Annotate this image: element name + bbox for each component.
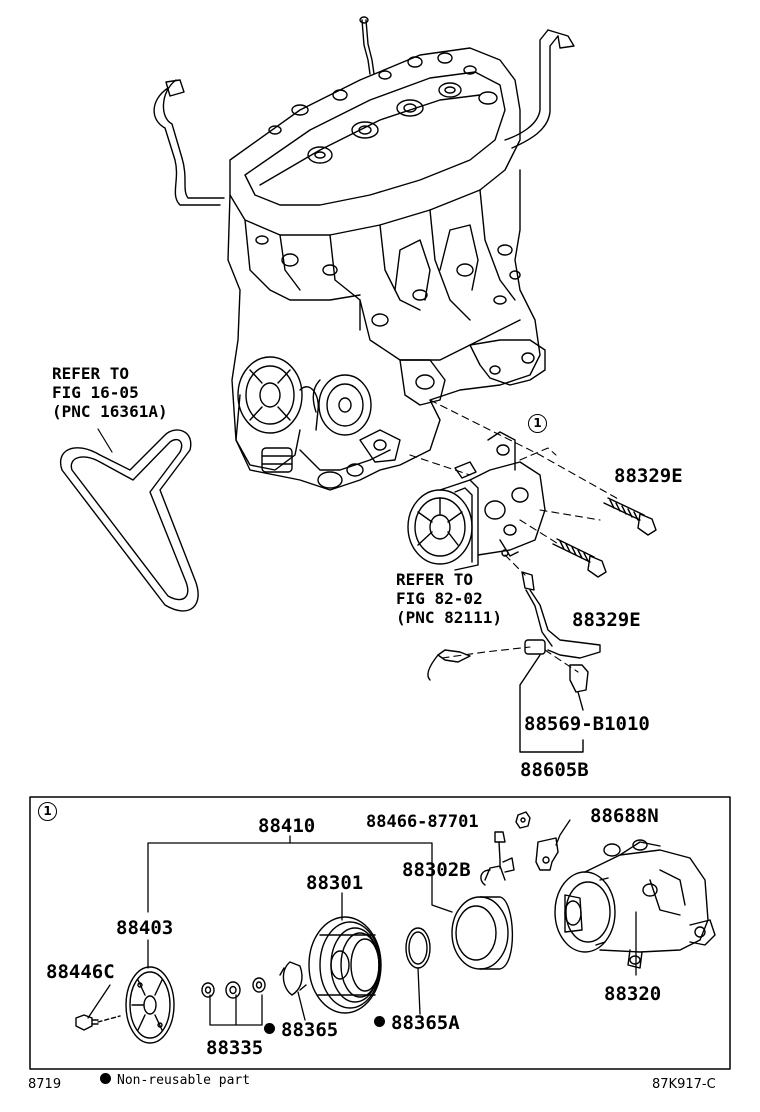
label-harness: 88605B (520, 759, 589, 781)
non-reusable-dot (264, 1023, 275, 1034)
ref-sensor-line2: FIG 82-02 (396, 589, 483, 608)
non-reusable-dot (374, 1016, 385, 1027)
ref-sensor: REFER TO FIG 82-02 (PNC 82111) (396, 570, 502, 627)
label-bracket: 88688N (590, 805, 659, 827)
leader-88605B (519, 654, 584, 753)
label-field-coil: 88302B (402, 859, 471, 881)
bolt-88329E-upper (603, 497, 657, 536)
snap-ring-a (405, 927, 431, 969)
snap-ring (279, 961, 307, 996)
label-connector: 88569-B1010 (524, 713, 650, 735)
detail-box (29, 796, 731, 1070)
callout-mark-detail: 1 (38, 802, 57, 821)
label-snap-ring-text: 88365 (281, 1019, 339, 1041)
field-coil (451, 831, 515, 970)
label-snap-ring-a-text: 88365A (391, 1012, 460, 1034)
label-pulley: 88301 (306, 872, 364, 894)
label-bolt-88329E-lower: 88329E (572, 609, 641, 631)
label-snap-ring: 88365 (264, 1020, 338, 1040)
footer-legend: Non-reusable part (100, 1073, 251, 1088)
label-small-bolt: 88466-87701 (366, 812, 479, 832)
ref-belt-line2: FIG 16-05 (52, 383, 139, 402)
ref-belt-line3: (PNC 16361A) (52, 402, 168, 421)
engine-block (153, 16, 575, 491)
sensor-harness (427, 571, 601, 693)
bracket (535, 837, 559, 871)
clutch-hub-plate (125, 966, 175, 1044)
crank-pulley (235, 356, 303, 473)
idler-pulley (299, 374, 372, 436)
shims (201, 977, 266, 999)
drive-belt (59, 428, 199, 612)
compressor-body (554, 839, 716, 969)
label-hub-plate: 88403 (116, 917, 174, 939)
leader-88569 (577, 691, 584, 711)
hub-bolt (75, 1014, 121, 1031)
footer-legend-text: Non-reusable part (117, 1073, 251, 1088)
ref-sensor-line3: (PNC 82111) (396, 608, 502, 627)
label-clutch-assy: 88410 (258, 815, 316, 837)
label-bolt-88329E-upper: 88329E (614, 465, 683, 487)
footer-page: 8719 (28, 1077, 62, 1092)
label-compressor: 88320 (604, 983, 662, 1005)
ref-sensor-line1: REFER TO (396, 570, 474, 589)
dashed-leaders-upper (409, 399, 621, 673)
footer-figure-code: 87K917-C (652, 1077, 716, 1092)
ref-belt-line1: REFER TO (52, 364, 130, 383)
callout-mark-upper: 1 (528, 414, 547, 433)
bolt-88329E-lower (552, 538, 607, 578)
pulley (308, 916, 382, 1014)
ref-belt: REFER TO FIG 16-05 (PNC 16361A) (52, 364, 168, 421)
compressor-upper (407, 431, 546, 571)
legend-dot (100, 1073, 111, 1084)
label-hub-bolt: 88446C (46, 961, 115, 983)
label-snap-ring-a: 88365A (374, 1013, 460, 1033)
label-shims: 88335 (206, 1037, 264, 1059)
small-bolt (515, 811, 531, 829)
